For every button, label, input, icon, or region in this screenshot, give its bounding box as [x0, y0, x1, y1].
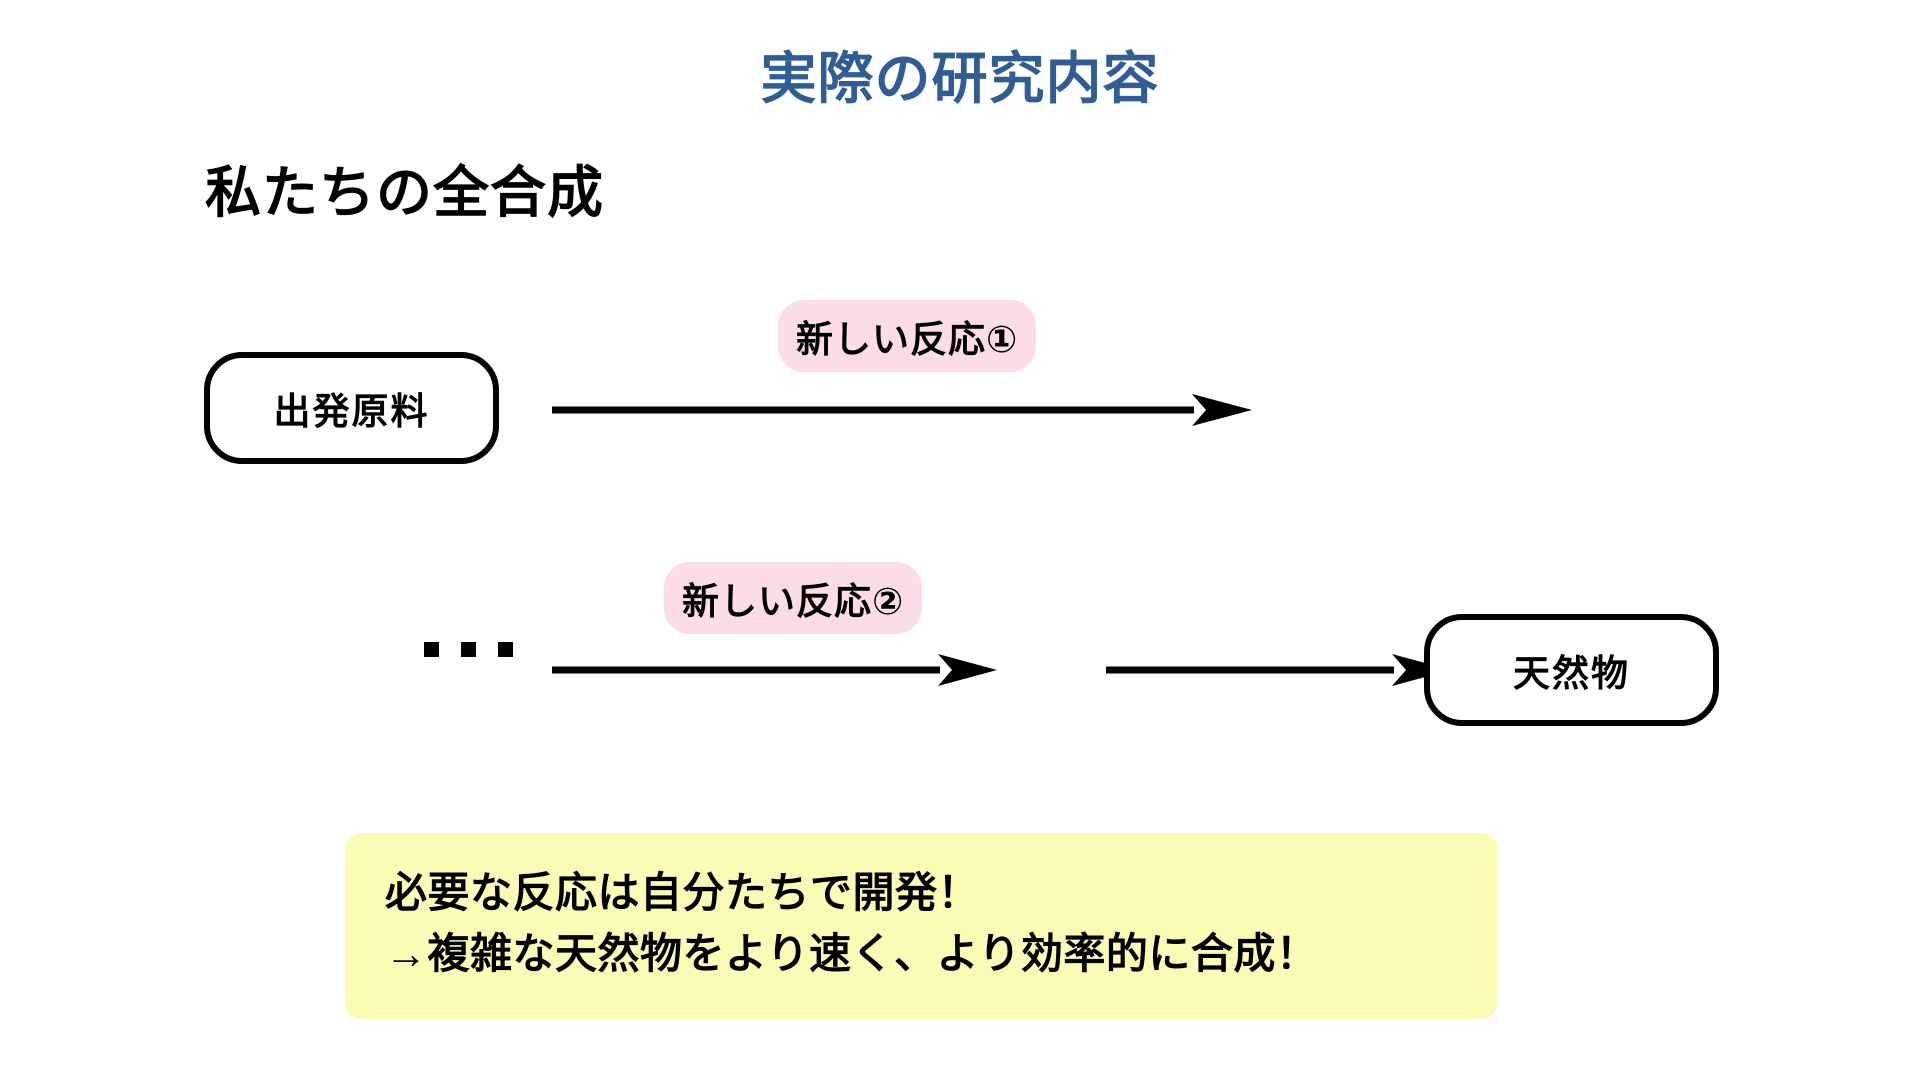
node-start-material: 出発原料 — [204, 352, 499, 464]
callout-line-2: →複雑な天然物をより速く、より効率的に合成！ — [385, 929, 1319, 977]
arrow-right-icon — [552, 654, 997, 686]
chip-new-reaction-1-label: 新しい反応① — [796, 319, 1019, 360]
chip-new-reaction-2: 新しい反応② — [664, 562, 923, 634]
node-natural-product: 天然物 — [1424, 614, 1719, 726]
page-title: 実際の研究内容 — [760, 47, 1160, 110]
callout-box: 必要な反応は自分たちで開発！ →複雑な天然物をより速く、より効率的に合成！ — [345, 833, 1497, 1019]
ellipsis-continuation — [424, 642, 513, 657]
section-heading: 私たちの全合成 — [205, 161, 604, 224]
callout-line-1: 必要な反応は自分たちで開発！ — [385, 869, 981, 916]
arrow-right-icon — [552, 394, 1252, 426]
chip-new-reaction-1: 新しい反応① — [778, 300, 1037, 372]
arrow-right-icon — [1106, 654, 1451, 686]
node-natural-product-label: 天然物 — [1513, 653, 1630, 694]
ellipsis-dot — [461, 642, 476, 657]
ellipsis-dot — [498, 642, 513, 657]
ellipsis-dot — [424, 642, 439, 657]
chip-new-reaction-2-label: 新しい反応② — [682, 581, 905, 622]
node-start-material-label: 出発原料 — [273, 391, 430, 432]
